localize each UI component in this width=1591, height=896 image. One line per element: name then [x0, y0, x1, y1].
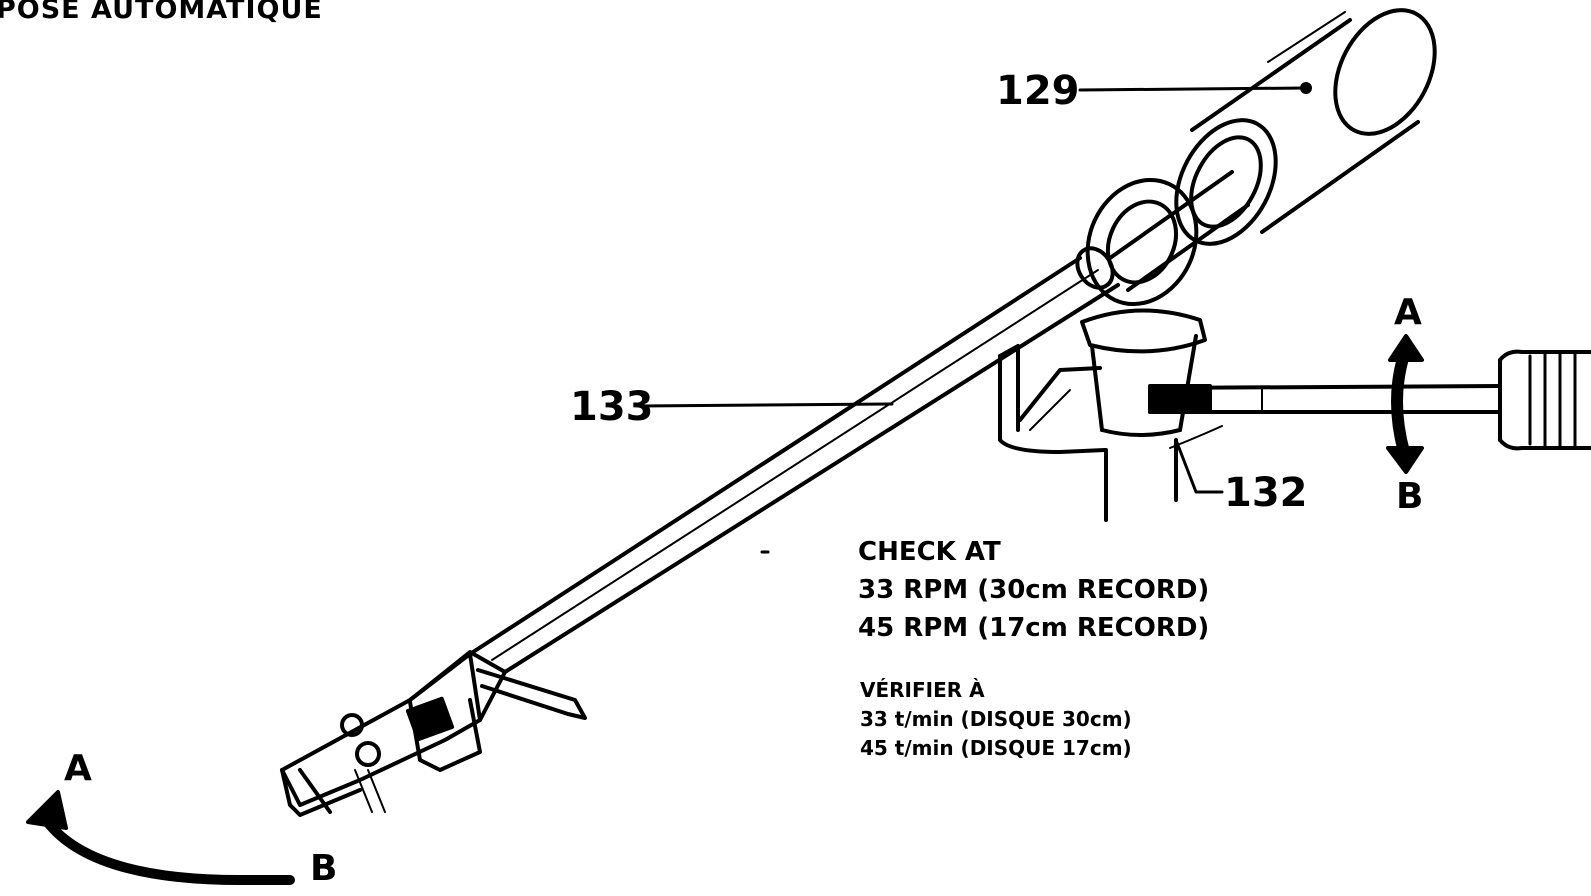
check-note-french: VÉRIFIER À 33 t/min (DISQUE 30cm) 45 t/m… [860, 676, 1132, 763]
headshell [280, 650, 587, 817]
check-note-line: CHECK AT [858, 537, 1001, 567]
label-b-curved: B [310, 848, 338, 889]
pivot-assembly [998, 308, 1591, 522]
curved-ab-arrow [26, 790, 295, 885]
label-132: 132 [1224, 470, 1308, 516]
vertical-ab-arrow [1386, 334, 1424, 474]
leader-129 [1078, 86, 1308, 92]
label-a-curved: A [64, 748, 92, 789]
check-note-line: 33 RPM (30cm RECORD) [858, 575, 1210, 605]
leader-132 [1174, 438, 1224, 494]
check-note-line: VÉRIFIER À [860, 678, 985, 702]
check-note-line: 33 t/min (DISQUE 30cm) [860, 707, 1132, 731]
tonearm-tube [468, 246, 1120, 674]
check-note-line: 45 RPM (17cm RECORD) [858, 613, 1210, 643]
label-129: 129 [996, 68, 1080, 114]
leader-133 [638, 402, 894, 408]
label-b-vertical: B [1396, 476, 1424, 517]
leader-lines [638, 86, 1308, 494]
label-a-vertical: A [1394, 292, 1422, 333]
counterweight [1085, 8, 1437, 307]
check-note-english: CHECK AT 33 RPM (30cm RECORD) 45 RPM (17… [858, 533, 1209, 647]
check-note-line: 45 t/min (DISQUE 17cm) [860, 736, 1132, 760]
label-133: 133 [570, 384, 654, 430]
page-title: POSE AUTOMATIQUE [0, 0, 323, 25]
